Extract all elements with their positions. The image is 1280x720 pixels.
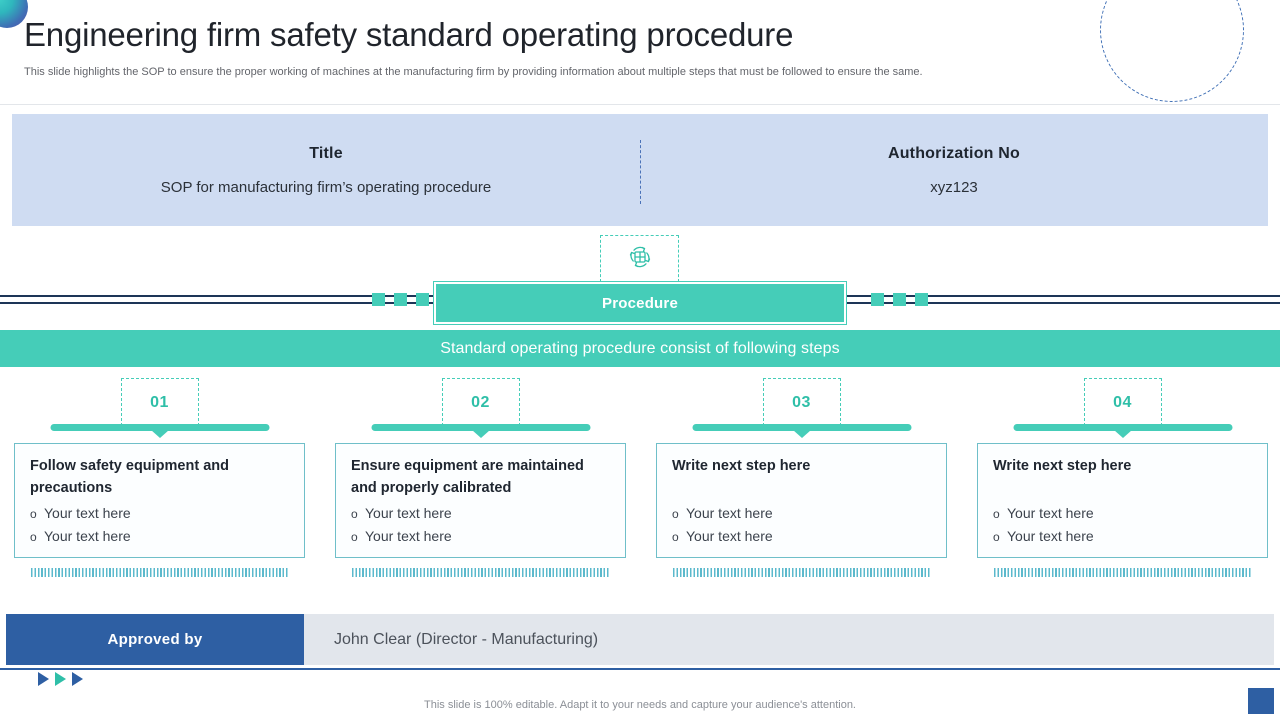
procedure-badge-label: Procedure xyxy=(602,294,678,312)
arrow-marker-group xyxy=(38,672,83,686)
step-bullet: o Your text here xyxy=(351,525,610,548)
rail-dot xyxy=(915,293,928,306)
page-subtitle: This slide highlights the SOP to ensure … xyxy=(24,65,923,78)
step-bullet: o Your text here xyxy=(672,502,931,525)
authorization-label: Authorization No xyxy=(887,144,1021,162)
step-number: 03 xyxy=(792,393,811,411)
bullet-marker-icon: o xyxy=(351,506,358,521)
play-arrow-icon xyxy=(72,672,83,686)
step-card[interactable]: Write next step here o Your text here o … xyxy=(977,443,1268,558)
step-number-frame: 02 xyxy=(441,378,520,426)
step-stripe-bar xyxy=(673,568,931,577)
step-number: 04 xyxy=(1113,393,1132,411)
step-bullet-text: Your text here xyxy=(44,504,131,521)
step-pointer-triangle xyxy=(150,430,169,438)
step-bullet: o Your text here xyxy=(672,525,931,548)
step-bullet-text: Your text here xyxy=(365,504,452,521)
page-title: Engineering firm safety standard operati… xyxy=(24,16,794,53)
rail-dot xyxy=(394,293,407,306)
approved-by-value: John Clear (Director - Manufacturing) xyxy=(304,614,1274,665)
rail-dots-right xyxy=(871,293,928,306)
steps-card-group: 01 Follow safety equipment and precautio… xyxy=(0,378,1280,578)
step-bullet-text: Your text here xyxy=(44,527,131,544)
bullet-marker-icon: o xyxy=(672,507,679,522)
title-value: SOP for manufacturing firm’s operating p… xyxy=(160,178,492,196)
step-stripe-bar xyxy=(352,568,610,577)
info-cell-authorization: Authorization No xyz123 xyxy=(640,114,1268,226)
decorative-dashed-circle xyxy=(1100,0,1244,102)
step-number-bar xyxy=(692,424,911,431)
header-divider xyxy=(0,104,1280,105)
step-number-bar xyxy=(371,424,590,431)
step-pointer-triangle xyxy=(792,430,811,438)
bullet-marker-icon: o xyxy=(30,506,37,521)
decorative-corner-square xyxy=(1248,688,1274,714)
rail-dot xyxy=(372,293,385,306)
steps-banner: Standard operating procedure consist of … xyxy=(0,330,1280,367)
step-bullet: o Your text here xyxy=(351,502,610,525)
step-bullet: o Your text here xyxy=(993,525,1252,548)
step-card[interactable]: Write next step here o Your text here o … xyxy=(656,443,947,558)
step-pointer-triangle xyxy=(471,430,490,438)
footer-note: This slide is 100% editable. Adapt it to… xyxy=(424,699,856,711)
step-bullet-text: Your text here xyxy=(686,505,773,522)
slide-header: Engineering firm safety standard operati… xyxy=(0,0,1280,79)
step-bullet-text: Your text here xyxy=(1007,505,1094,522)
step-bullet-text: Your text here xyxy=(365,527,452,544)
bullet-marker-icon: o xyxy=(993,507,1000,522)
step-bullet: o Your text here xyxy=(30,525,289,548)
step-number-frame: 03 xyxy=(762,378,841,426)
step-bullet-text: Your text here xyxy=(686,528,773,545)
process-cycle-icon xyxy=(627,244,653,275)
rail-dot xyxy=(893,293,906,306)
step-bullet-text: Your text here xyxy=(1007,528,1094,545)
bullet-marker-icon: o xyxy=(672,530,679,545)
title-label: Title xyxy=(309,144,343,162)
bottom-divider xyxy=(0,668,1280,671)
step-stripe-bar xyxy=(994,568,1252,577)
step-pointer-triangle xyxy=(1113,430,1132,438)
step-card[interactable]: Follow safety equipment and precautions … xyxy=(14,443,305,558)
step-card-title: Write next step here xyxy=(993,458,1132,474)
authorization-value: xyz123 xyxy=(930,178,978,196)
info-cell-title: Title SOP for manufacturing firm’s opera… xyxy=(12,114,640,226)
step-number-frame: 01 xyxy=(120,378,199,426)
approved-by-row: Approved by John Clear (Director - Manuf… xyxy=(6,614,1274,665)
step-stripe-bar xyxy=(31,568,289,577)
rail-dot xyxy=(416,293,429,306)
step-card-title: Ensure equipment are maintained and prop… xyxy=(351,458,584,497)
rail-dot xyxy=(871,293,884,306)
step-number-frame: 04 xyxy=(1083,378,1162,426)
step-card[interactable]: Ensure equipment are maintained and prop… xyxy=(335,443,626,558)
step-number: 02 xyxy=(471,393,490,411)
steps-banner-label: Standard operating procedure consist of … xyxy=(440,339,840,357)
step-bullet: o Your text here xyxy=(30,502,289,525)
step-bullet: o Your text here xyxy=(993,502,1252,525)
bullet-marker-icon: o xyxy=(993,530,1000,545)
step-card-title: Follow safety equipment and precautions xyxy=(30,458,229,497)
step-card-title: Write next step here xyxy=(672,458,811,474)
procedure-icon-frame xyxy=(600,235,679,282)
bullet-marker-icon: o xyxy=(30,529,37,544)
play-arrow-icon xyxy=(38,672,49,686)
step-number: 01 xyxy=(150,393,169,411)
step-number-bar xyxy=(50,424,269,431)
procedure-badge[interactable]: Procedure xyxy=(433,281,847,325)
bullet-marker-icon: o xyxy=(351,529,358,544)
step-number-bar xyxy=(1013,424,1232,431)
approved-by-label: Approved by xyxy=(6,614,304,665)
info-band-divider xyxy=(640,140,641,204)
play-arrow-icon xyxy=(55,672,66,686)
rail-dots-left xyxy=(372,293,429,306)
